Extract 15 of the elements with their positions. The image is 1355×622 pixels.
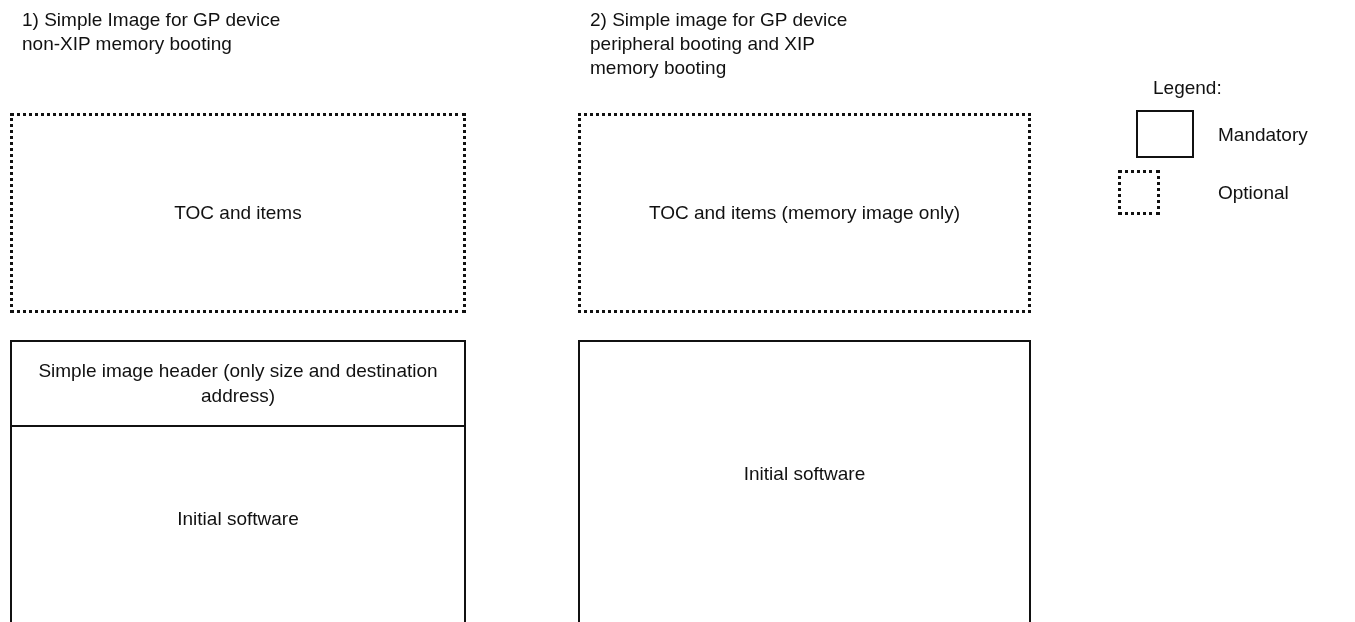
region-label: TOC and items (memory image only) [647, 200, 962, 225]
legend-label: Optional [1218, 181, 1289, 205]
memory-region-box [578, 113, 1031, 313]
memory-region-box [10, 113, 466, 313]
memory-region-box [10, 425, 466, 622]
region-label: TOC and items [173, 200, 303, 225]
memory-region-box [10, 340, 466, 427]
region-label: Simple image header (only size and destination address) [37, 358, 439, 408]
column-title: 2) Simple image for GP device peripheral booting and XIP memory booting [590, 8, 849, 80]
column-title: 1) Simple Image for GP device non-XIP memory booting [22, 8, 282, 56]
region-label: Initial software [176, 507, 300, 531]
region-label: Initial software [742, 462, 867, 486]
legend-title: Legend: [1153, 76, 1223, 100]
memory-region-box [578, 340, 1031, 622]
legend-label: Mandatory [1218, 123, 1308, 147]
